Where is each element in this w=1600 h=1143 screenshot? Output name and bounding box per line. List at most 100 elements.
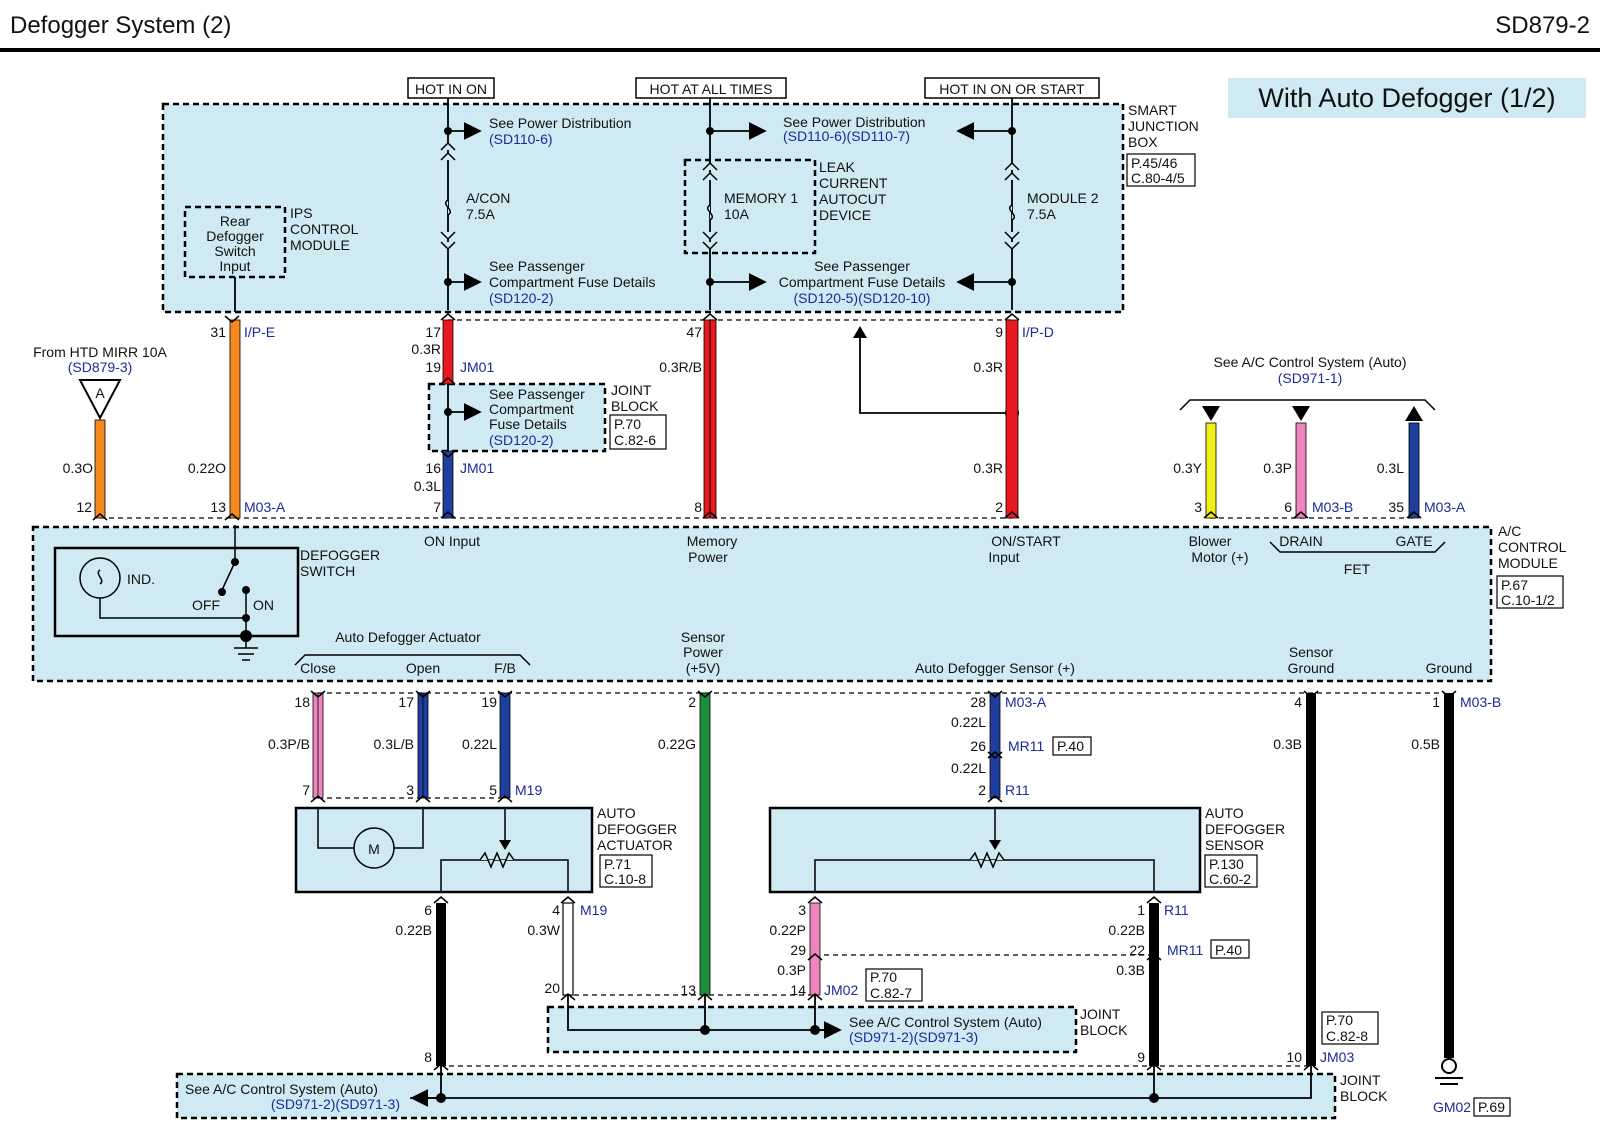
acm-ref-1: P.67 [1501, 577, 1528, 593]
wire-label-03r-acon: 0.3R [411, 341, 441, 357]
sensor-plus-label: Auto Defogger Sensor (+) [915, 660, 1075, 676]
jb-see-3: Fuse Details [489, 416, 567, 432]
fuse-module-rating: 7.5A [1027, 206, 1056, 222]
wire-label-03y: 0.3Y [1173, 460, 1202, 476]
wire-label-03b-sg: 0.3B [1273, 736, 1302, 752]
blower-arrow-down [1202, 406, 1220, 421]
leak-4: DEVICE [819, 207, 871, 223]
motor-label: M [368, 841, 380, 857]
joint-block-bottom-dots [436, 1093, 1159, 1103]
fet-bracket [1269, 541, 1446, 553]
memory-power-2: Power [688, 549, 728, 565]
wire-label-022b-b: 0.22B [1108, 922, 1145, 938]
actuator-ref-2: C.10-8 [604, 871, 646, 887]
wire-red-on-start [1005, 319, 1019, 519]
conn-m19: M19 [515, 782, 542, 798]
pin-6-top: 6 [1284, 499, 1292, 515]
conn-m19-b: M19 [580, 902, 607, 918]
actuator-group-label: Auto Defogger Actuator [335, 629, 481, 645]
pin-17-act: 17 [398, 694, 414, 710]
see-power-dist-2-ref: (SD110-6)(SD110-7) [783, 128, 910, 144]
drain-label: DRAIN [1279, 533, 1323, 549]
wire-black-ground [1444, 693, 1454, 1058]
jb-see-1: See Passenger [489, 386, 585, 402]
wire-black-sensor-ground [1306, 693, 1316, 1066]
header-bar: Defogger System (2) SD879-2 [0, 0, 1600, 52]
ips-2: CONTROL [290, 221, 359, 237]
wire-label-03r-a: 0.3R [973, 359, 1003, 375]
jb2-see: See A/C Control System (Auto) [849, 1014, 1042, 1030]
conn-jm01: JM01 [460, 359, 494, 375]
wire-pink-sensor-3 [809, 902, 821, 996]
actuator-name-1: AUTO [597, 805, 636, 821]
actuator-internals [317, 808, 569, 893]
pin-17: 17 [425, 324, 441, 340]
wire-blue-fb [499, 692, 511, 799]
pin-3-sensor: 3 [798, 902, 806, 918]
pin-22: 22 [1129, 942, 1145, 958]
fuse-memory-name: MEMORY 1 [724, 190, 798, 206]
wire-label-022g: 0.22G [658, 736, 696, 752]
defogger-switch-dots [218, 558, 252, 642]
wire-red-acon [442, 319, 454, 385]
see-power-dist-1-ref: (SD110-6) [489, 131, 553, 147]
sjb-name-2: JUNCTION [1128, 118, 1199, 134]
ref-boxes [599, 153, 1564, 1117]
wire-blue-on-input [442, 450, 454, 519]
pin-18: 18 [294, 694, 310, 710]
conn-m03a-gate: M03-A [1424, 499, 1466, 515]
defogger-switch-1: DEFOGGER [300, 547, 380, 563]
ips-1: IPS [290, 205, 313, 221]
memory-power-1: Memory [687, 533, 738, 549]
see-pass-1-a: See Passenger [489, 258, 585, 274]
mr11-b-ref: P.40 [1215, 942, 1242, 958]
return-arrow-head [853, 326, 867, 338]
conn-m03b-ground: M03-B [1460, 694, 1501, 710]
jm03-ref-1: P.70 [1326, 1012, 1353, 1028]
jb-name-1: JOINT [611, 382, 652, 398]
conn-mr11-b: MR11 [1167, 942, 1204, 958]
actuator-wiper-arrow [499, 840, 511, 850]
rear-switch-3: Switch [214, 243, 255, 259]
sensor-ground-1: Sensor [1289, 644, 1334, 660]
wire-label-03rb: 0.3R/B [659, 359, 702, 375]
leak-2: CURRENT [819, 175, 888, 191]
pin-2-top: 2 [995, 499, 1003, 515]
hot-in-on-or-start-label: HOT IN ON OR START [939, 81, 1085, 97]
page-title: Defogger System (2) [10, 12, 232, 39]
jb3-name-2: BLOCK [1340, 1088, 1388, 1104]
pin-9: 9 [995, 324, 1003, 340]
ac-ref-top: (SD971-1) [1278, 370, 1343, 386]
wire-label-htd: 0.3O [63, 460, 93, 476]
gate-arrow-up [1405, 406, 1423, 421]
fuse-acon-rating: 7.5A [466, 206, 495, 222]
wire-label-03p-top: 0.3P [1263, 460, 1292, 476]
jb3-name-1: JOINT [1340, 1072, 1381, 1088]
sensor-ground-2: Ground [1288, 660, 1335, 676]
pin-20: 20 [544, 980, 560, 996]
joint-block-top [427, 382, 607, 453]
pin-2-sensor: 2 [978, 782, 986, 798]
fb-label: F/B [494, 660, 516, 676]
variant-badge: With Auto Defogger (1/2) [1228, 78, 1586, 118]
blower-1: Blower [1189, 533, 1232, 549]
pin-19-act: 19 [481, 694, 497, 710]
see-pass-2-a: See Passenger [814, 258, 910, 274]
leak-1: LEAK [819, 159, 855, 175]
on-input-label: ON Input [424, 533, 480, 549]
pin-12: 12 [76, 499, 92, 515]
sensor-name-1: AUTO [1205, 805, 1244, 821]
gm02-label: GM02 [1433, 1099, 1471, 1115]
actuator-name-2: DEFOGGER [597, 821, 677, 837]
jm03-ref-2: C.82-8 [1326, 1028, 1368, 1044]
jb-name-2: BLOCK [611, 398, 659, 414]
htd-letter: A [95, 385, 105, 401]
ac-see-top: See A/C Control System (Auto) [1214, 354, 1407, 370]
wire-black-actuator-6 [436, 903, 446, 1066]
connector-dash-lines [100, 319, 1445, 1067]
off-label: OFF [192, 597, 220, 613]
leak-current-autocut-device [683, 158, 817, 255]
see-power-dist-2: See Power Distribution [783, 114, 925, 130]
drain-arrow-down [1292, 406, 1310, 421]
